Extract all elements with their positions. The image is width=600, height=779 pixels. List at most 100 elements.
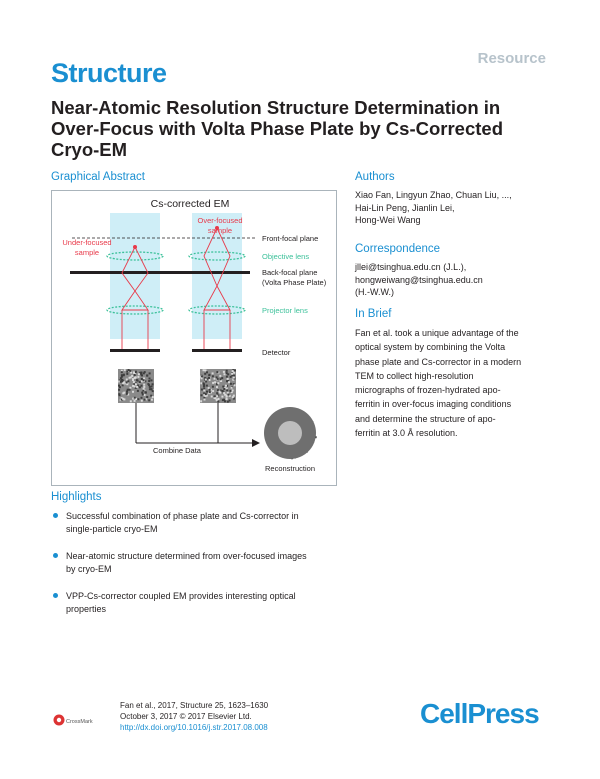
noise-speck xyxy=(205,394,208,397)
noise-speck xyxy=(215,398,218,401)
noise-speck xyxy=(216,383,218,386)
in-brief-line: TEM to collect high-resolution xyxy=(355,370,474,381)
combine-arrow xyxy=(252,439,260,447)
noise-speck xyxy=(223,386,226,389)
left-projector-lens xyxy=(106,305,164,315)
author-line: Hong-Wei Wang xyxy=(355,215,421,225)
noise-speck xyxy=(218,390,221,393)
noise-speck xyxy=(203,397,206,399)
correspondence-email[interactable]: hongweiwang@tsinghua.edu.cn xyxy=(355,274,483,285)
noise-speck xyxy=(140,384,143,387)
noise-speck xyxy=(144,380,147,383)
noise-speck xyxy=(212,381,215,384)
noise-speck xyxy=(134,383,137,386)
noise-speck xyxy=(208,379,211,381)
noise-speck xyxy=(118,384,120,387)
bullet-icon xyxy=(53,593,58,598)
noise-speck xyxy=(226,380,228,383)
right-column xyxy=(192,213,242,339)
noise-speck xyxy=(143,394,146,396)
noise-speck xyxy=(233,374,236,377)
noise-speck xyxy=(224,393,227,396)
right-ray-lower xyxy=(203,285,231,311)
noise-speck xyxy=(125,392,128,395)
noise-speck xyxy=(123,398,126,401)
crossmark-icon: CrossMark xyxy=(53,714,93,726)
noise-speck xyxy=(127,380,130,383)
noise-speck xyxy=(205,384,208,387)
doi-link[interactable]: http://dx.doi.org/10.1016/j.str.2017.08.… xyxy=(120,723,268,732)
noise-speck xyxy=(119,386,121,389)
noise-speck xyxy=(129,386,132,389)
noise-speck xyxy=(204,372,207,375)
noise-speck xyxy=(119,380,122,383)
highlight-line: Near-atomic structure determined from ov… xyxy=(66,551,307,561)
noise-speck xyxy=(211,375,214,378)
graphical-abstract-svg: Cs-corrected EM Over-focused sample Unde… xyxy=(62,198,327,473)
noise-speck xyxy=(233,384,236,387)
noise-speck xyxy=(229,382,232,385)
noise-speck xyxy=(227,373,230,376)
noise-speck xyxy=(227,379,230,382)
noise-speck xyxy=(135,398,137,400)
noise-speck xyxy=(213,377,216,380)
noise-speck xyxy=(125,378,128,381)
noise-speck xyxy=(200,375,203,378)
noise-speck xyxy=(202,369,205,372)
noise-speck xyxy=(230,386,233,389)
noise-speck xyxy=(213,395,216,398)
noise-speck xyxy=(118,379,121,382)
noise-speck xyxy=(225,384,227,387)
noise-speck xyxy=(133,371,135,374)
noise-speck xyxy=(227,393,230,396)
noise-speck xyxy=(134,386,137,389)
noise-speck xyxy=(221,390,224,392)
noise-speck xyxy=(136,385,139,388)
reconstruction-center xyxy=(278,421,302,445)
noise-speck xyxy=(216,392,219,395)
left-sample-dot xyxy=(133,245,137,249)
noise-speck xyxy=(225,375,228,378)
noise-speck xyxy=(151,396,154,399)
bullet-icon xyxy=(53,553,58,558)
noise-speck xyxy=(128,388,131,391)
noise-speck xyxy=(139,371,142,374)
over-focused-label-1: Over-focused xyxy=(197,216,242,225)
noise-speck xyxy=(141,391,144,394)
noise-speck xyxy=(228,399,231,402)
highlight-line: properties xyxy=(66,604,107,614)
noise-speck xyxy=(150,385,153,388)
citation-line: Fan et al., 2017, Structure 25, 1623–163… xyxy=(120,701,269,710)
projector-lens-label: Projector lens xyxy=(262,306,308,315)
right-projector-lens xyxy=(188,305,246,315)
graphical-abstract-heading: Graphical Abstract xyxy=(51,171,145,183)
in-brief-line: micrographs of frozen-hydrated apo- xyxy=(355,385,501,396)
noise-speck xyxy=(143,383,146,386)
noise-speck xyxy=(223,388,226,390)
noise-speck xyxy=(126,370,129,373)
noise-speck xyxy=(211,385,214,388)
noise-speck xyxy=(129,376,132,379)
crossmark-logo[interactable]: CrossMark xyxy=(53,713,95,727)
noise-speck xyxy=(219,374,222,377)
noise-speck xyxy=(143,377,146,380)
noise-speck xyxy=(231,374,234,377)
noise-speck xyxy=(216,395,219,398)
noise-speck xyxy=(118,380,121,383)
noise-speck xyxy=(200,394,203,397)
correspondence-email[interactable]: jllei@tsinghua.edu.cn (J.L.), xyxy=(355,262,467,272)
noise-speck xyxy=(204,395,207,398)
noise-speck xyxy=(126,390,128,393)
noise-speck xyxy=(200,377,203,380)
noise-speck xyxy=(214,397,217,400)
noise-speck xyxy=(231,396,234,399)
noise-speck xyxy=(219,379,222,382)
noise-speck xyxy=(200,388,203,391)
noise-speck xyxy=(122,397,125,400)
noise-speck xyxy=(148,385,151,388)
noise-speck xyxy=(225,372,228,375)
noise-speck xyxy=(208,373,211,376)
back-focal-label-2: (Volta Phase Plate) xyxy=(262,278,327,287)
noise-speck xyxy=(217,389,219,392)
highlights-heading: Highlights xyxy=(51,491,102,503)
